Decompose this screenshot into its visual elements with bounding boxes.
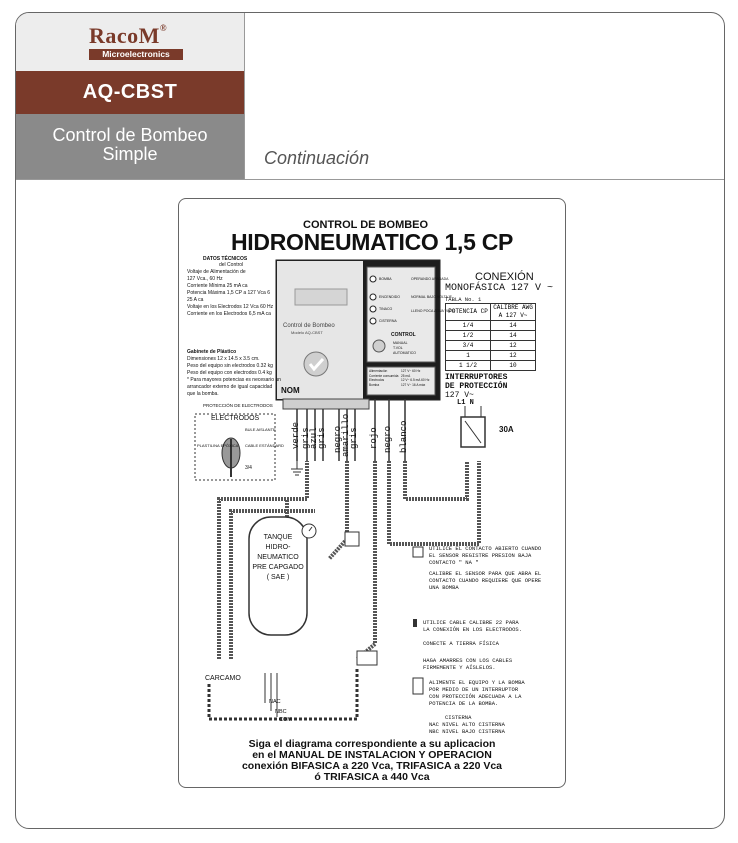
com-label: COM xyxy=(279,717,292,723)
diagram-heading: HIDRONEUMATICO 1,5 CP xyxy=(231,229,514,255)
cable-note: UTILICE CABLE CALIBRE 22 PARA LA CONEXIÓ… xyxy=(423,619,523,633)
tech-data-title: DATOS TÉCNICOS xyxy=(203,256,248,262)
page-frame: RacoM® Microelectronics AQ-CBST Control … xyxy=(15,12,725,829)
model-code: AQ-CBST xyxy=(16,71,244,114)
indicator-cisterna: CISTERNA xyxy=(379,319,397,323)
diagram-footer: Siga el diagrama correspondiente a su ap… xyxy=(241,738,503,783)
control-mode-tvol: T.VOL xyxy=(393,346,403,350)
check-seal-icon xyxy=(303,351,329,377)
control-mode-auto: AUTOMATICO xyxy=(393,351,417,355)
cisterna-led-icon xyxy=(369,317,377,325)
electrode-protection-label: PROTECCIÓN DE ELECTRODOS xyxy=(203,403,273,408)
breaker-title-2: DE PROTECCIÓN xyxy=(445,382,508,391)
brand-subtitle: Microelectronics xyxy=(89,49,183,60)
header-left: RacoM® Microelectronics AQ-CBST Control … xyxy=(16,13,244,179)
encendido-states: NORMAL BAJO VOLTAJE xyxy=(411,295,452,299)
pressure-tank xyxy=(248,516,308,636)
device-model: Modelo AQ-CBST xyxy=(291,330,323,335)
electrode-label-cable: CABLE ESTÁNDARD xyxy=(245,443,284,448)
diagram-subheading: CONTROL DE BOMBEO xyxy=(303,219,429,231)
product-title-line1: Control de Bombeo xyxy=(52,125,208,145)
wiring-drawing xyxy=(194,259,486,721)
indicator-bomba: BOMBA xyxy=(379,277,392,281)
encendido-led-icon xyxy=(369,293,377,301)
breaker-title-1: INTERRUPTORES xyxy=(445,373,508,382)
sensor-note: UTILICE EL CONTACTO ABIERTO CUANDO EL SE… xyxy=(429,545,542,591)
wire-label-verde: verde xyxy=(291,421,301,449)
indicator-encendido: ENCENDIDO xyxy=(379,295,401,299)
sensor-note-icon xyxy=(412,546,424,558)
breaker-lines: L1 N xyxy=(457,399,474,407)
tech-data-lines: Voltaje de Alimentación de 127 Vca., 60 … xyxy=(187,269,274,317)
product-title-line2: Simple xyxy=(102,144,158,164)
indicator-tinaco: TINACO xyxy=(379,307,393,311)
nbc-label: NBC xyxy=(275,709,287,715)
bomba-states: OPERANDO APAGADA xyxy=(411,277,449,281)
controller-left-face xyxy=(277,261,363,399)
brand-name: RacoM xyxy=(89,23,160,48)
nac-label: NAC xyxy=(269,699,281,705)
nom-mark: NOM xyxy=(281,386,300,395)
water-states: LLENO POCA AGUA VACIO xyxy=(411,309,456,313)
ties-note: HAGA AMARRES CON LOS CABLES FIRMEMENTE Y… xyxy=(423,657,513,671)
power-note: ALIMENTE EL EQUIPO Y LA BOMBA POR MEDIO … xyxy=(429,679,525,707)
electrodes-title: ELECTRODOS xyxy=(211,415,260,422)
carcamo-label: CARCAMO xyxy=(205,675,241,682)
ground-icon xyxy=(291,461,303,476)
registered-mark: ® xyxy=(159,23,168,33)
spec-values: 127 V~ 60 Hz 25 mA 12 V~ 6.5 mA 60 Hz 12… xyxy=(401,369,430,387)
bomba-led-icon xyxy=(369,275,377,283)
connection-title: CONEXIÓN xyxy=(475,271,534,283)
wire-bundle xyxy=(296,399,406,461)
table-label: TABLA No. 1 xyxy=(445,296,482,303)
wire-label-blanco: blanco xyxy=(399,420,409,453)
pressure-switch-icon xyxy=(344,531,360,547)
spec-plate xyxy=(366,366,436,396)
tinaco-led-icon xyxy=(369,305,377,313)
electrode-label-size: 3/4 xyxy=(245,465,252,471)
continuation-label: Continuación xyxy=(264,148,370,168)
wire-label-negro-2: negro xyxy=(383,425,393,453)
ground-note: CONECTE A TIERRA FÍSICA xyxy=(423,640,499,647)
breaker-switch xyxy=(464,420,482,444)
pump-icon xyxy=(356,650,378,666)
electrode-label-epoxy: PLASTILINA EPÓXICA xyxy=(197,443,239,448)
power-note-icon xyxy=(412,677,424,695)
connection-type: MONOFÁSICA 127 V ~ xyxy=(445,283,554,294)
cabinet-data: Gabinete de Plástico Dimensiones 12 x 14… xyxy=(187,349,281,397)
spec-labels: Alimentación Corriente consumida Electro… xyxy=(369,369,399,387)
cable-note-icon xyxy=(413,619,417,627)
control-label: CONTROL xyxy=(391,332,416,338)
header-bottom-rule xyxy=(16,179,724,180)
logo: RacoM® Microelectronics xyxy=(16,13,244,72)
level-electrodes xyxy=(264,673,278,717)
tank-label: TANQUE HIDRO- NEUMATICO PRE CAPGADO ( SA… xyxy=(252,534,304,581)
wire-label-gris-3: gris xyxy=(349,427,359,449)
control-knob-icon xyxy=(372,339,386,353)
check-mark-icon xyxy=(308,357,325,372)
header-divider xyxy=(244,13,245,179)
controller-display xyxy=(294,288,348,306)
wire-label-rojo: rojo xyxy=(369,427,379,449)
device-name: Control de Bombeo xyxy=(283,323,335,329)
control-mode-manual: MANUAL xyxy=(393,341,408,345)
wire-label-gris-2: gris xyxy=(317,427,327,449)
terminal-block xyxy=(282,398,370,410)
tech-data-subtitle: del Control xyxy=(219,262,244,268)
product-title: Control de Bombeo Simple xyxy=(16,114,244,179)
cistern-note: CISTERNA NAC NIVEL ALTO CISTERNA NBC NIV… xyxy=(429,714,505,735)
carcamo-pit xyxy=(207,669,359,721)
breaker-voltage: 127 V~ xyxy=(445,391,474,400)
wiring-diagram: CONTROL DE BOMBEO HIDRONEUMATICO 1,5 CP … xyxy=(178,198,566,788)
breaker-amps: 30A xyxy=(499,425,514,434)
electrode-label-insulator: BULE AISLANTE xyxy=(245,427,276,432)
